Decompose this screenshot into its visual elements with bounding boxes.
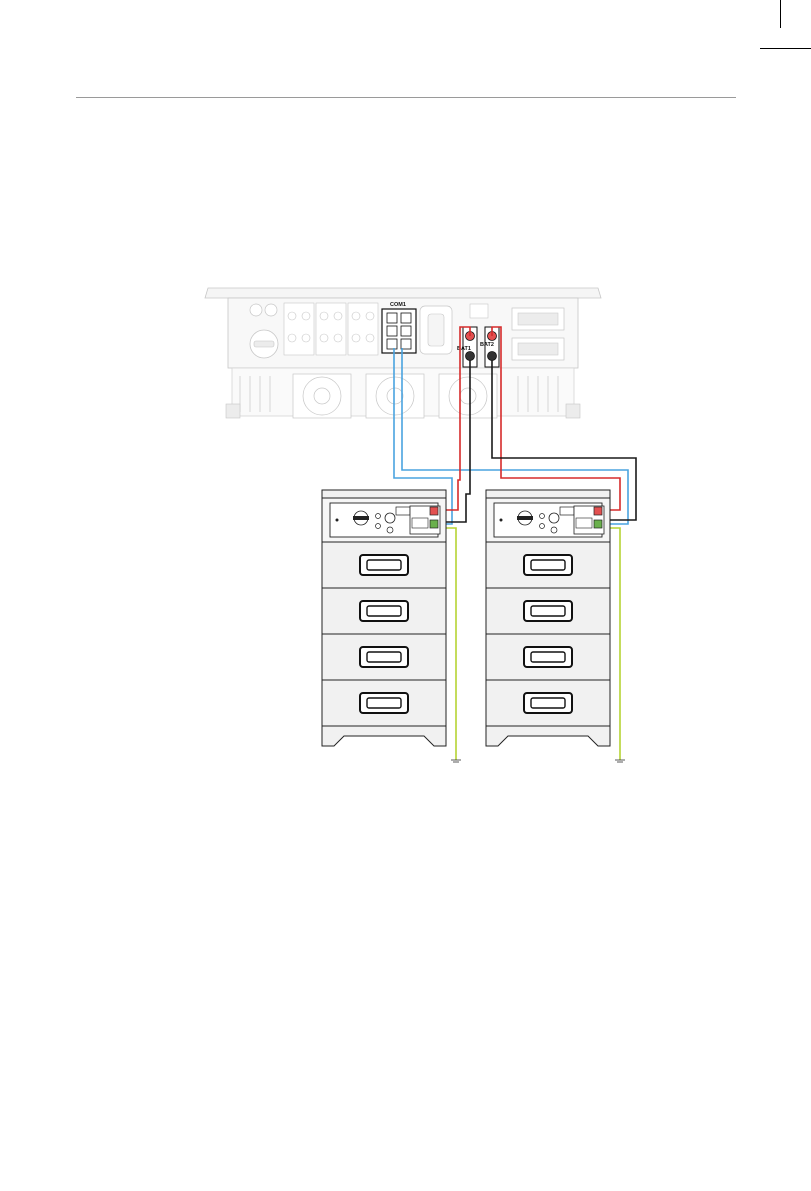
handle-grip	[367, 652, 401, 662]
port-icon	[551, 527, 557, 533]
comm-port	[412, 518, 428, 528]
indicator-led	[336, 519, 339, 522]
port-icon	[540, 514, 545, 519]
battery-module	[322, 680, 446, 726]
battery-stacks	[322, 490, 610, 746]
battery-stack-1	[322, 490, 446, 746]
fan-icon	[293, 374, 351, 418]
fan-icon	[439, 374, 497, 418]
middle-connector-inner	[428, 314, 444, 346]
positive-terminal	[430, 507, 438, 515]
comm-port	[576, 518, 592, 528]
ac-connector-inner	[518, 313, 558, 325]
battery-module	[322, 588, 446, 634]
bat1-label: BAT1	[457, 346, 471, 352]
negative-terminal	[594, 520, 602, 528]
battery-top-cap	[322, 490, 446, 498]
breaker-switch-handle	[353, 516, 369, 520]
dc-terminal-block	[396, 507, 410, 515]
port-icon	[387, 527, 393, 533]
bat2-negative-terminal	[488, 352, 497, 361]
battery-base	[322, 726, 446, 746]
pv-connector-block	[284, 303, 378, 355]
negative-terminal	[430, 520, 438, 528]
power-button-icon	[549, 513, 559, 523]
bat2-label: BAT2	[480, 342, 494, 348]
battery-module	[322, 542, 446, 588]
dc-terminal-block	[560, 507, 574, 515]
indicator-led	[500, 519, 503, 522]
port-icon	[376, 514, 381, 519]
battery-module	[486, 588, 610, 634]
knockout-icon	[250, 304, 262, 316]
handle-grip	[531, 560, 565, 570]
knockout-icon	[265, 304, 277, 316]
handle-grip	[367, 560, 401, 570]
fan-icon	[366, 374, 424, 418]
handle-grip	[531, 698, 565, 708]
bat1-negative-terminal	[466, 352, 475, 361]
ground-icon	[451, 760, 461, 762]
port-icon	[376, 524, 381, 529]
ground-cable-stack2	[610, 528, 620, 760]
com1-label: COM1	[390, 302, 406, 308]
dc-switch-handle	[254, 341, 274, 347]
handle-grip	[367, 606, 401, 616]
power-button-icon	[385, 513, 395, 523]
battery-module	[486, 542, 610, 588]
handle-grip	[531, 652, 565, 662]
battery-module	[486, 680, 610, 726]
battery-top-cap	[486, 490, 610, 498]
mount-foot	[226, 404, 240, 418]
battery-base	[486, 726, 610, 746]
port-icon	[540, 524, 545, 529]
mount-foot	[566, 404, 580, 418]
battery-stack-2	[486, 490, 610, 746]
handle-grip	[367, 698, 401, 708]
ground-icon	[615, 760, 625, 762]
positive-terminal	[594, 507, 602, 515]
breaker-switch-handle	[517, 516, 533, 520]
battery-module	[486, 634, 610, 680]
com1-port: COM1	[382, 302, 416, 353]
handle-grip	[531, 606, 565, 616]
battery-module	[322, 634, 446, 680]
usb-port	[470, 304, 488, 318]
eps-connector-inner	[518, 343, 558, 355]
inverter-lid	[205, 288, 601, 298]
